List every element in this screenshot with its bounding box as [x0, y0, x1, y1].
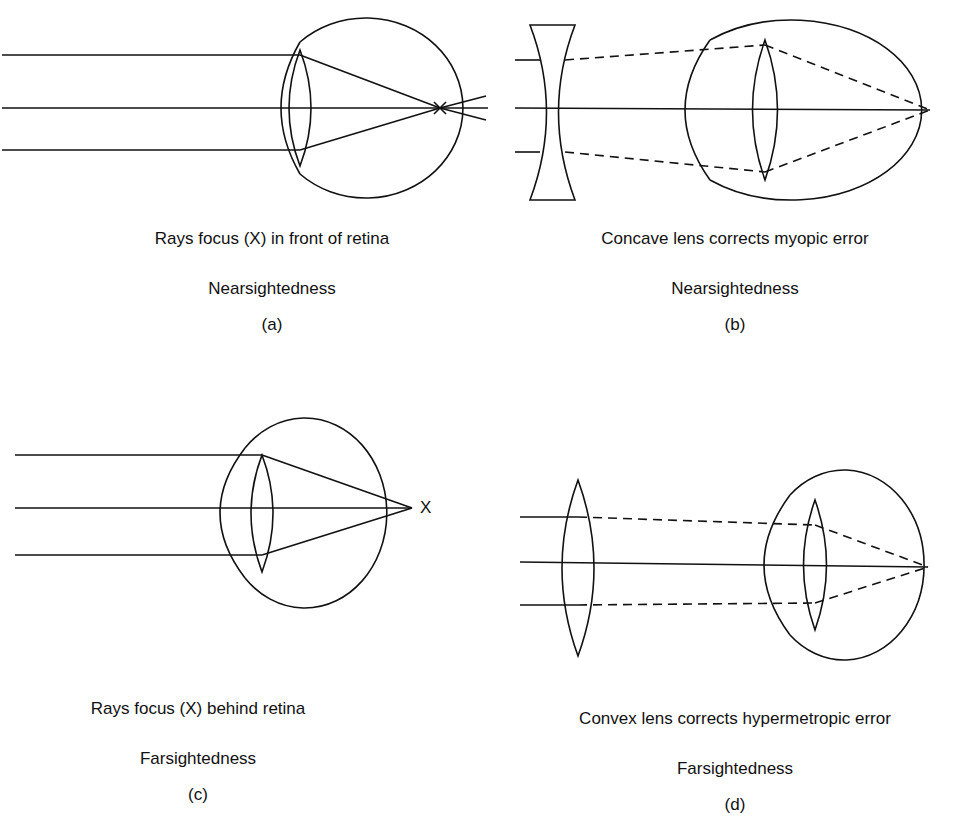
focus-cross	[434, 102, 446, 114]
panel-letter: (d)	[725, 796, 746, 815]
caption: Rays focus (X) behind retina	[91, 700, 306, 719]
panel-letter: (b)	[725, 316, 746, 335]
condition-name: Nearsightedness	[671, 280, 799, 299]
concave-correction	[515, 20, 930, 200]
panel-letter: (c)	[188, 786, 208, 805]
caption: Convex lens corrects hypermetropic error	[579, 710, 891, 729]
hypermetropic-eye	[15, 418, 412, 608]
condition-name: Farsightedness	[140, 750, 256, 769]
myopic-eye	[2, 18, 488, 198]
caption: Rays focus (X) in front of retina	[155, 230, 389, 249]
panel-letter: (a)	[262, 316, 283, 335]
convex-correction	[520, 470, 928, 660]
focus-mark: X	[420, 499, 431, 518]
condition-name: Nearsightedness	[208, 280, 336, 299]
caption: Concave lens corrects myopic error	[601, 230, 868, 249]
condition-name: Farsightedness	[677, 760, 793, 779]
